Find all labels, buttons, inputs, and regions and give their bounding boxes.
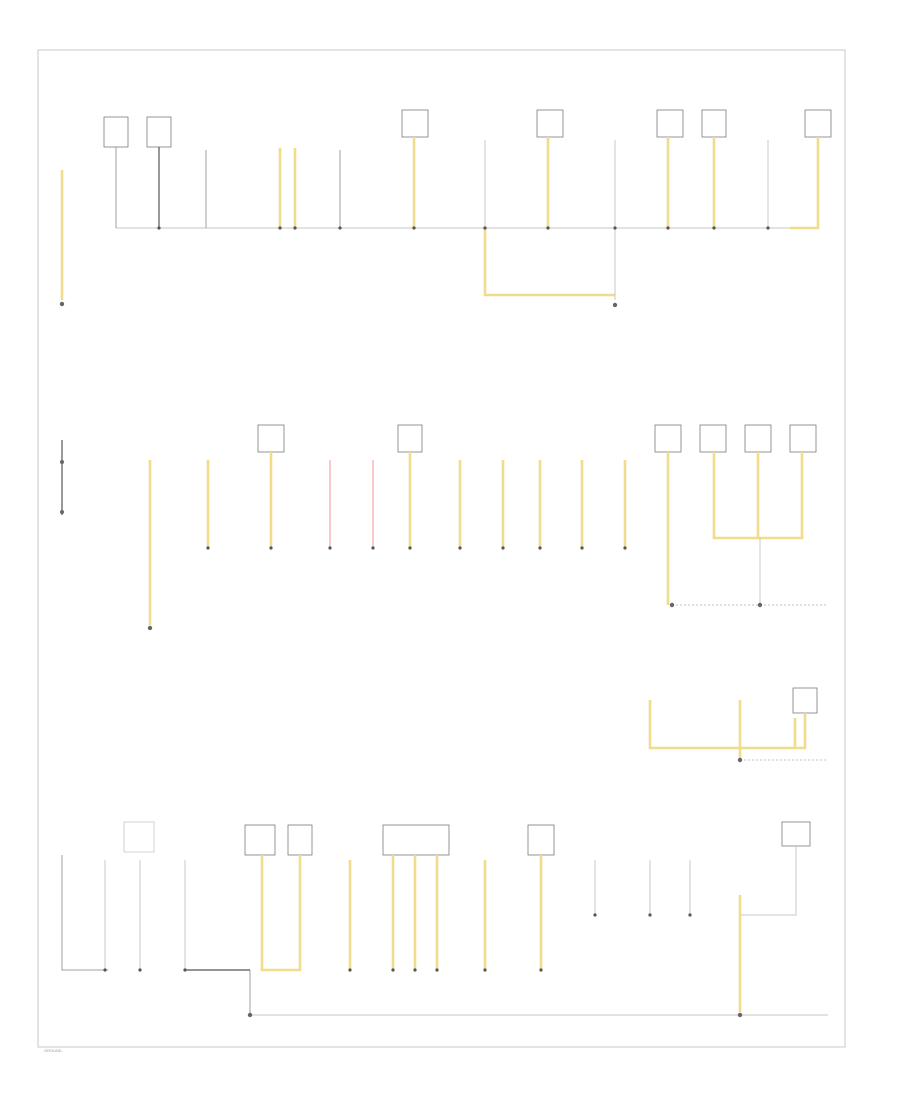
component-box: [654, 424, 682, 453]
component-box: [699, 424, 727, 453]
splice-node: [546, 226, 550, 230]
splice-node: [278, 226, 282, 230]
section-trailer: [648, 687, 828, 763]
component-box: [244, 824, 276, 856]
wire-yellow: [740, 713, 807, 750]
ground-point: [757, 602, 763, 608]
splice-node: [269, 546, 273, 550]
ground-point: [59, 301, 65, 307]
splice-node: [435, 968, 439, 972]
component-box: [287, 824, 313, 856]
splice-node: [766, 226, 770, 230]
splice-node: [666, 226, 670, 230]
splice-node: [206, 546, 210, 550]
component-box: [123, 821, 155, 853]
section-top: [59, 109, 832, 308]
splice-node: [371, 546, 375, 550]
splice-node: [712, 226, 716, 230]
ground-point: [737, 1012, 743, 1018]
component-box: [257, 424, 285, 453]
splice-node: [413, 968, 417, 972]
ground-point: [147, 625, 153, 631]
splice-node: [648, 913, 652, 917]
splice-node: [580, 546, 584, 550]
wire-yellow: [260, 855, 302, 972]
section-middle: [60, 424, 828, 631]
splice-node: [539, 968, 543, 972]
component-box: [792, 687, 818, 714]
section-bottom: [61, 821, 828, 1018]
splice-node: [688, 913, 692, 917]
wire-gray: [61, 855, 108, 971]
splice-node: [613, 226, 617, 230]
splice-node: [157, 226, 161, 230]
splice-node: [138, 968, 142, 972]
wire-light: [740, 846, 797, 916]
diagram-frame: [37, 49, 846, 1048]
component-box: [527, 824, 555, 856]
component-box: [536, 109, 564, 138]
splice-node: [483, 226, 487, 230]
ground-point: [612, 302, 618, 308]
ground-point: [737, 757, 743, 763]
splice-node: [348, 968, 352, 972]
component-box: [397, 424, 423, 453]
component-box: [781, 821, 811, 847]
ground-point: [60, 460, 64, 464]
splice-node: [483, 968, 487, 972]
splice-node: [538, 546, 542, 550]
splice-node: [391, 968, 395, 972]
component-box: [701, 109, 727, 138]
splice-node: [293, 226, 297, 230]
splice-node: [103, 968, 107, 972]
component-box: [382, 824, 450, 856]
splice-node: [458, 546, 462, 550]
ground-point: [247, 1012, 253, 1018]
component-box: [804, 109, 832, 138]
splice-node: [328, 546, 332, 550]
footer-label: GROUND: [44, 1048, 62, 1053]
splice-node: [338, 226, 342, 230]
component-box: [744, 424, 772, 453]
wire-yellow: [648, 700, 740, 750]
component-box: [103, 116, 129, 148]
splice-node: [501, 546, 505, 550]
splice-node: [623, 546, 627, 550]
splice-node: [412, 226, 416, 230]
component-box: [401, 109, 429, 138]
ground-point: [60, 510, 64, 514]
wire-yellow: [790, 137, 820, 230]
ground-point: [669, 602, 675, 608]
wire-yellow: [483, 228, 615, 297]
component-box: [789, 424, 817, 453]
splice-node: [408, 546, 412, 550]
component-box: [146, 116, 172, 148]
splice-node: [183, 968, 187, 972]
splice-node: [593, 913, 597, 917]
component-box: [656, 109, 684, 138]
